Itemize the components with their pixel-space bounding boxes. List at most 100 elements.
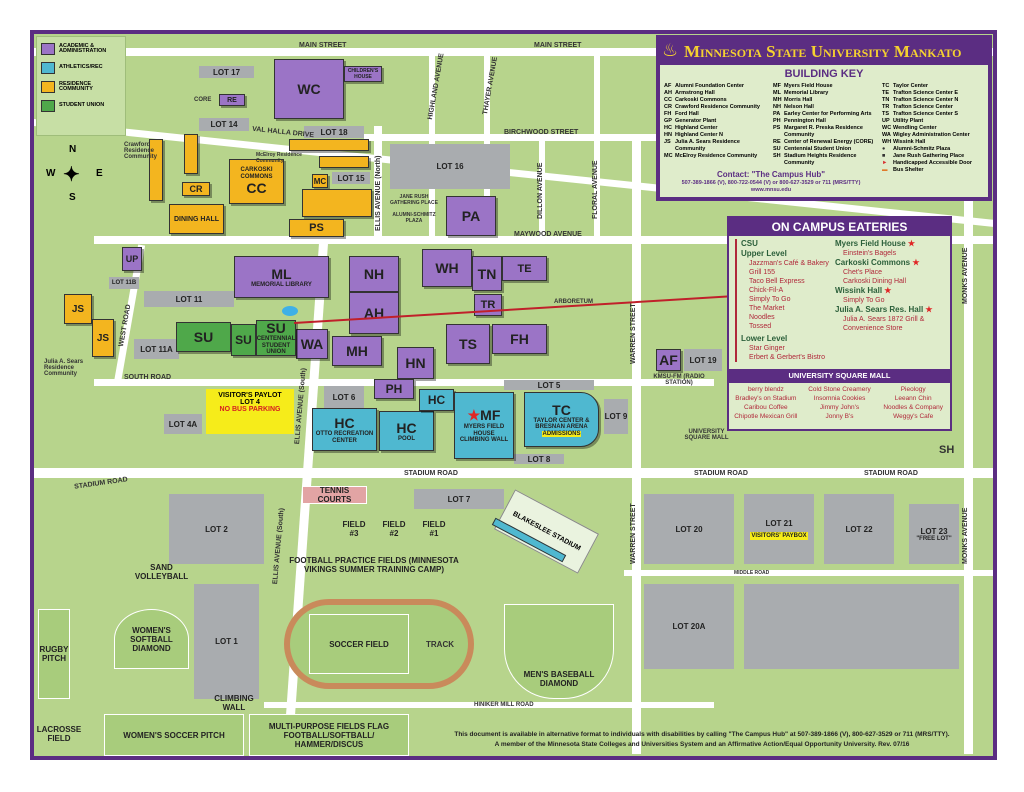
key-code: PA xyxy=(773,111,781,117)
building-childrens-house[interactable]: CHILDREN'S HOUSE xyxy=(344,66,382,82)
building-te[interactable]: TE xyxy=(502,256,547,281)
building-wa[interactable]: WA xyxy=(296,329,328,359)
building-mc[interactable]: MC xyxy=(312,174,328,188)
eatery-item: Taco Bell Express xyxy=(749,278,805,285)
building-dining-hall[interactable]: DINING HALL xyxy=(169,204,224,234)
lot-6: LOT 6 xyxy=(324,386,364,408)
key-code: PS xyxy=(773,125,781,131)
key-code: WH xyxy=(882,139,892,145)
building-mh[interactable]: MH xyxy=(332,336,382,366)
lot-17: LOT 17 xyxy=(199,66,254,78)
building-wh[interactable]: WH xyxy=(422,249,472,287)
eatery-item: The Market xyxy=(749,305,785,312)
building-ts[interactable]: TS xyxy=(446,324,490,364)
cc-code: CC xyxy=(246,180,267,197)
floral-avenue xyxy=(594,54,600,239)
eatery-item: Chet's Place xyxy=(843,269,883,276)
building-pa[interactable]: PA xyxy=(446,196,496,236)
lot-5: LOT 5 xyxy=(504,380,594,390)
building-cr[interactable]: CR xyxy=(182,182,210,196)
star-icon: ★ xyxy=(882,286,892,295)
star-icon: ★ xyxy=(910,258,920,267)
legend-item-academic: ACADEMIC & ADMINISTRATION xyxy=(41,43,121,55)
key-code: TN xyxy=(882,97,890,103)
building-tn[interactable]: TN xyxy=(472,256,502,291)
building-wc[interactable]: WC xyxy=(274,59,344,119)
symbol-label: Handicapped Accessible Door xyxy=(893,160,972,166)
free-lot-label: "FREE LOT" xyxy=(916,535,952,542)
road-label: SOUTH ROAD xyxy=(124,374,172,381)
football-practice-fields: FOOTBALL PRACTICE FIELDS (MINNESOTA VIKI… xyxy=(289,556,459,574)
birchwood-street xyxy=(364,134,694,141)
building-preska[interactable] xyxy=(302,189,372,217)
building-js[interactable]: JS xyxy=(64,294,92,324)
compass-star-icon: ✦ xyxy=(63,164,80,186)
compass-w: W xyxy=(46,168,56,179)
key-code: UP xyxy=(882,118,890,124)
building-fh[interactable]: FH xyxy=(492,324,547,354)
track-label: TRACK xyxy=(426,640,454,649)
university-title: Minnesota State University Mankato xyxy=(684,42,962,61)
building-mcelroy-hall[interactable] xyxy=(289,139,369,151)
key-code: GP xyxy=(664,118,672,124)
building-js2[interactable]: JS xyxy=(92,319,114,357)
building-hc[interactable]: HC xyxy=(419,389,454,411)
building-su-mid[interactable]: SU xyxy=(231,324,256,356)
eatery-location-name: Julia A. Sears Res. Hall xyxy=(835,305,924,314)
building-ph[interactable]: PH xyxy=(374,379,414,399)
eatery-item: Jazzman's Café & Bakery xyxy=(749,260,829,267)
building-up[interactable]: UP xyxy=(122,247,142,271)
key-code: SH xyxy=(773,153,781,159)
mall-eatery: Insomnia Cookies xyxy=(813,395,866,402)
symbol-label: Alumni-Schmitz Plaza xyxy=(893,146,951,152)
lot-11a: LOT 11A xyxy=(134,339,179,359)
building-su-west[interactable]: SU xyxy=(176,322,231,352)
key-code: MF xyxy=(773,83,781,89)
womens-soccer-pitch: WOMEN'S SOCCER PITCH xyxy=(104,714,244,756)
lot-9: LOT 9 xyxy=(604,399,628,434)
building-hn[interactable]: HN xyxy=(397,347,434,379)
building-mcelroy-hall[interactable] xyxy=(319,156,369,168)
star-icon: ★ xyxy=(905,239,916,248)
torch-logo-icon: ♨ xyxy=(662,40,679,60)
key-code: ML xyxy=(773,90,781,96)
key-name: Wigley Administration Center xyxy=(893,132,970,138)
julia-sears-label: Julia A. Sears Residence Community xyxy=(44,359,84,377)
lot-14: LOT 14 xyxy=(199,118,249,131)
sh-label: SH xyxy=(939,444,955,456)
mall-eatery: Chipotle Mexican Grill xyxy=(734,413,798,420)
eatery-item: Grill 155 xyxy=(749,269,776,276)
mall-eatery: Noodles & Company xyxy=(883,404,943,411)
building-ah[interactable]: AH xyxy=(349,292,399,334)
key-name: Utility Plant xyxy=(893,118,924,124)
building-ps[interactable]: PS xyxy=(289,219,344,237)
key-name: Highland Center N xyxy=(675,132,723,138)
building-crawford-hall[interactable] xyxy=(184,134,198,174)
road-label: MONKS AVENUE xyxy=(962,507,969,564)
field-2: FIELD #2 xyxy=(382,520,406,538)
su-code: SU xyxy=(266,320,286,337)
building-crawford-hall[interactable] xyxy=(149,139,163,201)
building-re[interactable]: RE xyxy=(219,94,245,106)
building-af[interactable]: AF xyxy=(656,349,681,371)
building-nh[interactable]: NH xyxy=(349,256,399,292)
ellis-avenue-north xyxy=(374,126,382,239)
